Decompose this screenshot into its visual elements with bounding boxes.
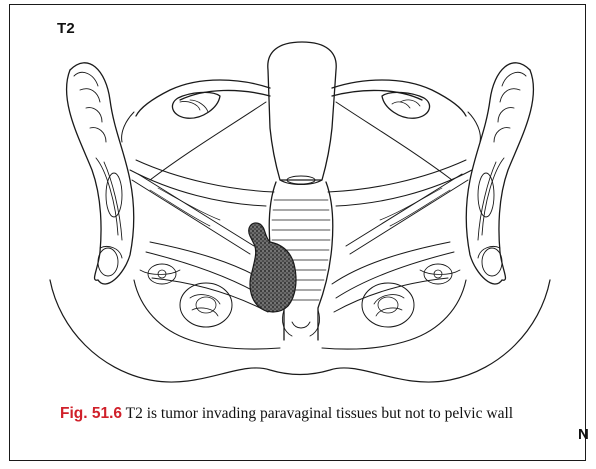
figure-number: Fig. 51.6 bbox=[60, 405, 122, 422]
lower-outline bbox=[50, 280, 550, 382]
right-pelvic-floor bbox=[322, 242, 466, 349]
left-adnexa bbox=[122, 80, 270, 180]
left-pelvic-bone bbox=[67, 63, 134, 284]
uterus bbox=[268, 42, 336, 185]
right-pelvic-bone bbox=[466, 63, 533, 284]
figure-caption: Fig. 51.6 T2 is tumor invading paravagin… bbox=[60, 404, 560, 423]
page-fragment-letter: N bbox=[578, 426, 589, 443]
pelvic-vessels bbox=[132, 174, 468, 254]
tumor-mass bbox=[249, 223, 296, 312]
anatomical-illustration bbox=[40, 30, 560, 392]
caption-text: T2 is tumor invading paravaginal tissues… bbox=[122, 405, 513, 422]
right-adnexa bbox=[332, 80, 480, 180]
